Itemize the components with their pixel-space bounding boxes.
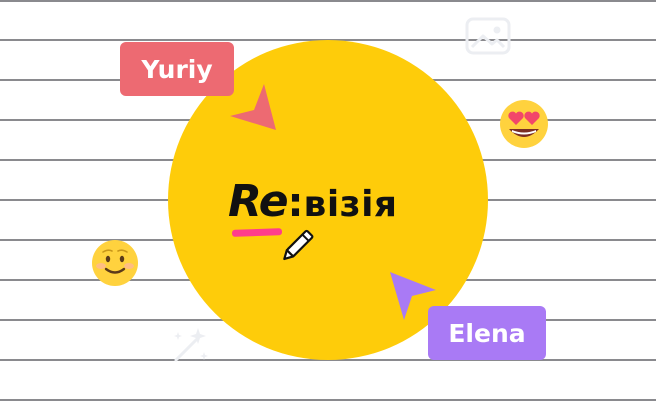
cursor-arrow-elena-icon — [390, 272, 436, 320]
heart-eyes-emoji-icon — [500, 100, 548, 148]
image-icon — [465, 17, 511, 55]
logo-suffix: візія — [303, 184, 398, 225]
rule-line — [0, 359, 656, 361]
cursor-arrow-yuriy-icon — [230, 84, 276, 130]
logo-prefix: Re — [228, 176, 289, 227]
rule-line — [0, 0, 656, 2]
rule-line — [0, 399, 656, 401]
smiling-face-emoji-icon — [92, 240, 138, 286]
cursor-label-elena: Elena — [428, 306, 546, 360]
pencil-cursor-icon — [283, 229, 314, 261]
logo-separator: : — [287, 180, 304, 226]
revision-logo: Re:візія — [228, 176, 398, 227]
sparkles-icon — [174, 328, 208, 362]
cursor-label-yuriy: Yuriy — [120, 42, 234, 96]
